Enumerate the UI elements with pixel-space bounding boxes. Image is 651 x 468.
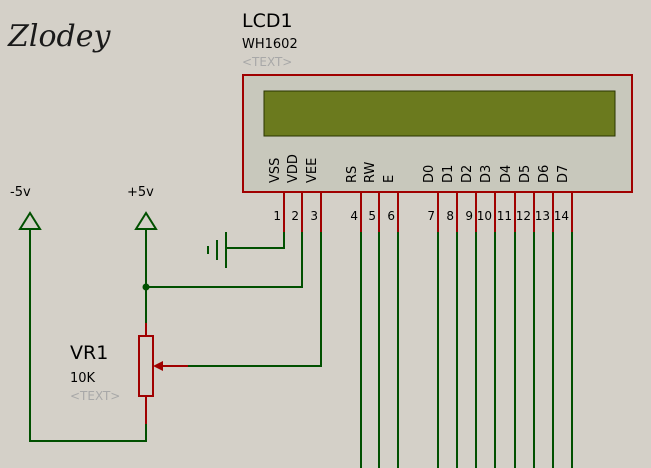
pin-number-label: 12	[516, 209, 531, 223]
pin-name-label: E	[382, 175, 397, 183]
ground-symbol	[207, 232, 227, 268]
pot-text-placeholder: <TEXT>	[70, 389, 120, 403]
pin-name-label: D1	[441, 165, 456, 183]
neg-rail-wire[interactable]	[29, 229, 147, 442]
pin-name-label: D5	[518, 165, 533, 183]
lcd-pin-e[interactable]: E6	[382, 175, 399, 232]
pin-number-label: 5	[368, 209, 376, 223]
lcd-pin-vee[interactable]: VEE 3	[305, 158, 322, 232]
pin-name-label: VSS	[268, 158, 283, 183]
pos-terminal-arrow-icon[interactable]	[134, 211, 158, 230]
neg-terminal-label: -5v	[10, 185, 31, 200]
lcd-pin-d0[interactable]: D0 7	[422, 165, 439, 232]
lcd-pin-rs[interactable]: RS 4	[345, 166, 362, 232]
pot-reference-label: VR1	[70, 342, 108, 364]
lcd-module[interactable]	[242, 74, 633, 193]
lcd-pins: VSS1VDD2VEE3RS4RW5E6D07D18D29D310D411D51…	[268, 154, 573, 232]
pin-number-label: 7	[427, 209, 435, 223]
pin-number-label: 11	[497, 209, 512, 223]
lcd-pin-vdd[interactable]: VDD 2	[286, 154, 303, 232]
pin-name-label: D2	[460, 165, 475, 183]
pin-name-label: VDD	[286, 154, 301, 183]
lcd-model-label: WH1602	[242, 37, 298, 52]
pin-number-label: 13	[535, 209, 550, 223]
lcd-pin-d1[interactable]: D1 8	[441, 165, 458, 232]
lcd-screen	[263, 90, 616, 137]
lcd-pin-d5[interactable]: D5 12	[516, 165, 535, 232]
neg-terminal-arrow-icon[interactable]	[18, 211, 42, 230]
data-bus-wires	[360, 232, 573, 468]
vss-ground-wire[interactable]	[226, 232, 285, 249]
pin-name-label: D3	[479, 165, 494, 183]
pin-number-label: 3	[310, 209, 318, 223]
lcd-pin-d7[interactable]: D7 14	[554, 165, 573, 232]
pin-number-label: 10	[477, 209, 492, 223]
pin-name-label: D6	[537, 165, 552, 183]
lcd-pin-d4[interactable]: D4 11	[497, 165, 516, 232]
vee-wiper-wire[interactable]	[160, 232, 322, 367]
pin-number-label: 4	[350, 209, 358, 223]
pin-name-label: RS	[345, 166, 360, 183]
lcd-text-placeholder: <TEXT>	[242, 55, 292, 69]
lcd-pin-d2[interactable]: D2 9	[460, 165, 477, 232]
pin-name-label: D0	[422, 165, 437, 183]
pot-body	[138, 335, 154, 397]
pot-value-label: 10K	[70, 371, 96, 386]
potentiometer-vr1[interactable]	[138, 323, 188, 424]
lcd-pin-rw[interactable]: RW 5	[363, 161, 380, 232]
pin-name-label: VEE	[305, 158, 320, 183]
pin-number-label: 9	[465, 209, 473, 223]
pin-name-label: RW	[363, 161, 378, 183]
lcd-reference-label: LCD1	[242, 10, 293, 32]
pin-number-label: 8	[446, 209, 454, 223]
vdd-wire[interactable]	[146, 232, 303, 288]
pin-number-label: 6	[387, 209, 395, 223]
watermark-signature: Zlodey	[7, 19, 111, 54]
pin-name-label: D7	[556, 165, 571, 183]
lcd-pin-vss[interactable]: VSS 1	[268, 158, 285, 232]
lcd-pin-d6[interactable]: D6 13	[535, 165, 554, 232]
pin-number-label: 2	[291, 209, 299, 223]
pin-name-label: D4	[499, 165, 514, 183]
pin-number-label: 1	[273, 209, 281, 223]
wiper-arrow-icon	[153, 361, 163, 371]
pin-number-label: 14	[554, 209, 569, 223]
lcd-pin-d3[interactable]: D3 10	[477, 165, 496, 232]
pos-terminal-label: +5v	[127, 185, 154, 200]
